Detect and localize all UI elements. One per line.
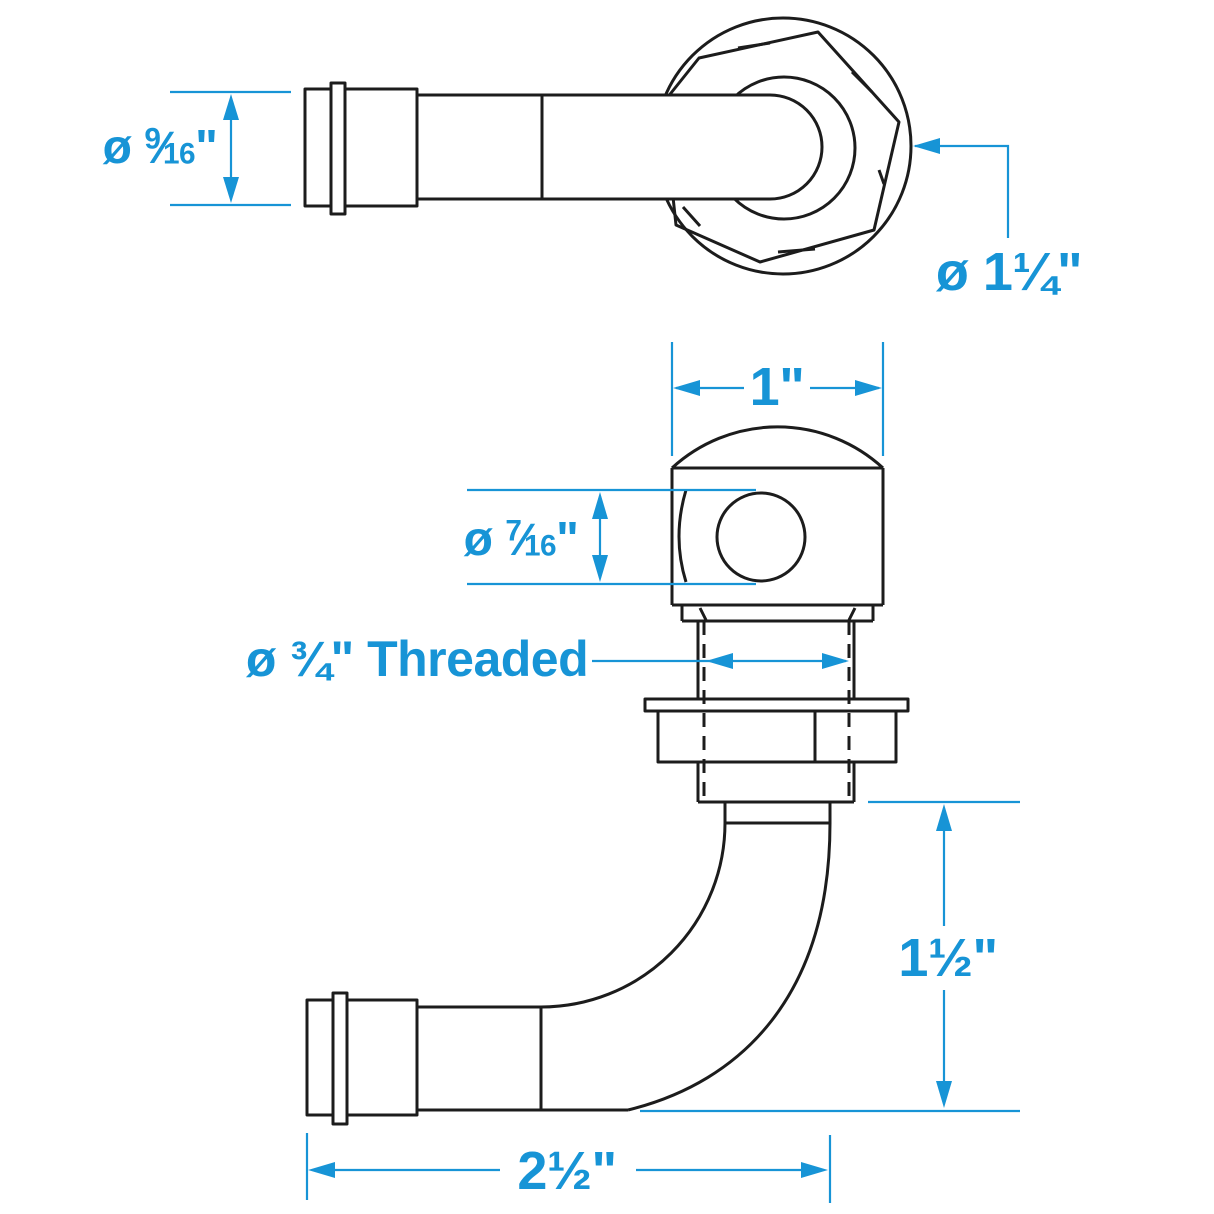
top-barb-collar (329, 81, 347, 216)
thread-root-dashed (702, 621, 851, 799)
arrow-down-icon (936, 1081, 952, 1108)
top-view-linework (303, 16, 913, 276)
body-concave-detail (677, 489, 688, 583)
dim-label-overall-length: 2½" (517, 1141, 617, 1201)
body-dome (670, 425, 885, 470)
arrow-up-icon (223, 94, 239, 120)
arrow-left-icon (706, 653, 733, 669)
nut-chamfer-ticks (681, 41, 886, 254)
diameter-symbol: ø (463, 513, 506, 566)
dim-barb-od-lines (170, 90, 291, 207)
dim-elbow-height-lines (640, 800, 1020, 1113)
dim-overall-length-lines (305, 1133, 832, 1203)
arrow-left-icon (308, 1162, 335, 1178)
arrow-right-icon (822, 653, 849, 669)
inch-mark: " (195, 121, 218, 174)
dimension-linework (170, 90, 1020, 1203)
arrow-up-icon (936, 804, 952, 831)
hex-nut-side (656, 709, 898, 764)
body-step (680, 605, 875, 623)
arrow-right-icon (855, 380, 882, 396)
fraction-slash: ⁄ (158, 122, 166, 173)
dim-label-body-width: 1" (749, 357, 805, 417)
arrow-left-icon (673, 380, 700, 396)
dim-label-barb-od: ø 9⁄16" (103, 124, 218, 172)
top-barb-end (303, 87, 419, 208)
thread-chamfer-ticks (698, 607, 857, 621)
arrow-down-icon (223, 177, 239, 203)
body-block (670, 466, 885, 607)
fraction-numerator: 7 (505, 514, 522, 548)
nut-washer (643, 697, 910, 713)
bottom-barb-end (305, 998, 419, 1117)
thread-lower (696, 762, 856, 804)
fraction-denominator: 16 (523, 529, 557, 563)
arrow-right-icon (801, 1162, 828, 1178)
bottom-barb-collar (331, 991, 349, 1126)
dim-label-elbow-height: 1½" (898, 928, 998, 988)
diameter-symbol: ø (102, 121, 145, 174)
side-view-linework (305, 425, 910, 1126)
arrow-left-icon (913, 138, 940, 154)
arrow-up-icon (592, 492, 608, 519)
elbow-neck (723, 802, 832, 825)
top-tube (415, 93, 824, 201)
dim-label-flange-od: ø 1¼" (935, 242, 1083, 302)
dim-label-thread: ø ¾" Threaded (245, 631, 589, 687)
elbow-outer-curve (627, 822, 832, 1112)
fraction-slash: ⁄ (519, 514, 527, 565)
elbow-inner-curve (540, 822, 727, 1009)
vent-hole (715, 491, 807, 583)
inch-mark: " (556, 513, 579, 566)
fraction-denominator: 16 (162, 137, 196, 171)
dim-flange-od-leader (915, 144, 1010, 238)
fraction-numerator: 9 (144, 122, 161, 156)
dim-label-hole-od: ø 7⁄16" (464, 516, 579, 564)
arrow-down-icon (592, 555, 608, 582)
dim-body-width-lines (670, 342, 885, 456)
bottom-tube (417, 1005, 628, 1112)
